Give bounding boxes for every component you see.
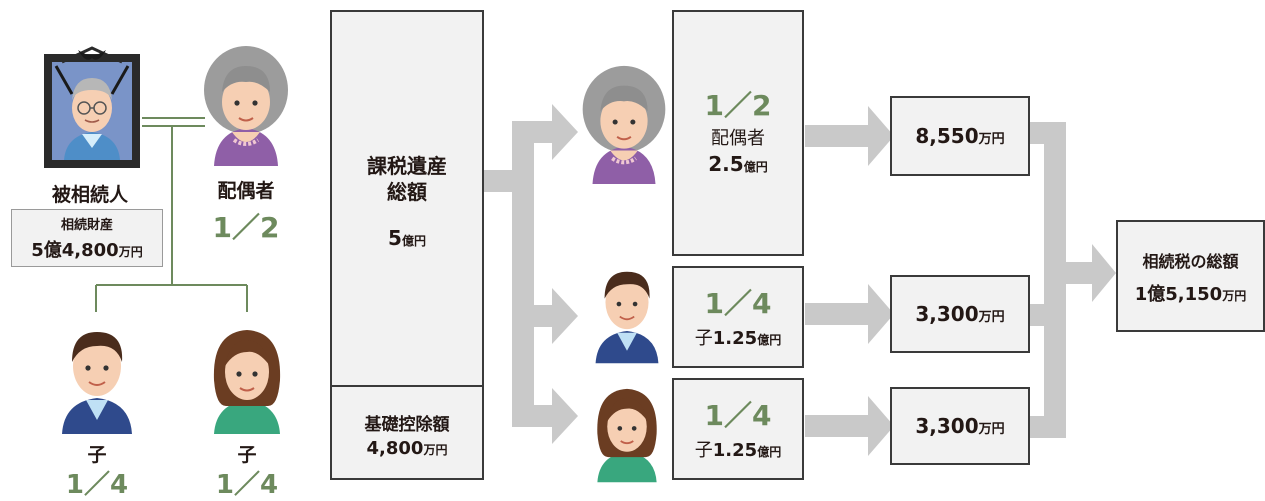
tax-child2-amount: 3,300万円	[915, 414, 1005, 438]
arrow2-shaft	[522, 305, 554, 327]
taxable-title-line1: 課税遺産	[367, 154, 447, 178]
tax-box-spouse: 8,550万円	[890, 96, 1030, 176]
share-box-spouse: 1／2 配偶者 2.5億円	[672, 10, 804, 256]
arrow3-shaft	[522, 405, 554, 427]
child2-avatar-icon	[213, 330, 281, 434]
spouse-label: 配偶者	[217, 180, 275, 202]
split-arrows	[482, 104, 578, 444]
deduction-divider	[332, 385, 482, 387]
merge-arrows	[1029, 122, 1116, 438]
child1-label: 子	[87, 444, 107, 466]
split-trunk	[512, 121, 534, 427]
taxable-title-line2: 総額	[387, 180, 427, 204]
tax-spouse-amount: 8,550万円	[915, 124, 1005, 148]
spouse-ratio: 1／2	[212, 211, 280, 244]
share-child2-amount: 子1.25億円	[694, 440, 782, 461]
taxable-estate-box: 課税遺産 総額 5億円 基礎控除額 4,800万円	[330, 10, 484, 480]
estate-label: 相続財産	[60, 218, 113, 233]
arrow1-head	[552, 104, 578, 160]
arrow2-head	[552, 288, 578, 344]
tax-box-child2: 3,300万円	[890, 387, 1030, 465]
decedent-portrait-icon	[44, 46, 140, 168]
tax-arrow3-shaft	[805, 415, 870, 437]
share-box-child1: 1／4 子1.25億円	[672, 266, 804, 368]
arrow1-shaft	[522, 121, 554, 143]
estate-value: 5億4,800万円	[31, 240, 143, 261]
tax-arrow3-head	[868, 396, 894, 456]
share-child2-ratio: 1／4	[704, 399, 772, 432]
tax-box-child1: 3,300万円	[890, 275, 1030, 353]
estate-box: 相続財産 5億4,800万円	[11, 209, 163, 267]
tax-arrows	[805, 106, 894, 456]
share-child1-avatar-icon	[595, 271, 659, 364]
tax-arrow1-head	[868, 106, 894, 166]
merge-head	[1092, 244, 1116, 302]
spouse-avatar-icon	[204, 46, 288, 166]
child2-ratio: 1／4	[215, 470, 279, 500]
share-child1-ratio: 1／4	[704, 287, 772, 320]
tax-child1-amount: 3,300万円	[915, 302, 1005, 326]
share-spouse-avatar-icon	[582, 65, 666, 184]
deduction-amount: 4,800万円	[366, 438, 448, 459]
arrow3-head	[552, 388, 578, 444]
deduction-title: 基礎控除額	[364, 415, 450, 435]
total-tax-box: 相続税の総額 1億5,150万円	[1116, 220, 1265, 332]
tax-arrow1-shaft	[805, 125, 870, 147]
child1-avatar-icon	[62, 332, 132, 434]
total-tax-title: 相続税の総額	[1142, 252, 1239, 271]
child1-ratio: 1／4	[65, 470, 129, 500]
tax-arrow2-shaft	[805, 303, 870, 325]
share-spouse-ratio: 1／2	[704, 89, 772, 122]
taxable-amount: 5億円	[388, 226, 426, 250]
child2-label: 子	[237, 444, 257, 466]
share-child2-avatar-icon	[597, 388, 657, 483]
decedent-label: 被相続人	[51, 184, 128, 206]
total-tax-amount: 1億5,150万円	[1134, 284, 1247, 305]
tax-arrow2-head	[868, 284, 894, 344]
merge-trunk	[1044, 122, 1066, 438]
merge-shaft	[1060, 262, 1094, 284]
share-spouse-label: 配偶者	[711, 128, 765, 149]
share-box-child2: 1／4 子1.25億円	[672, 378, 804, 480]
family-tree-lines	[95, 117, 248, 312]
share-child1-amount: 子1.25億円	[694, 328, 782, 349]
share-spouse-amount: 2.5億円	[708, 152, 768, 176]
